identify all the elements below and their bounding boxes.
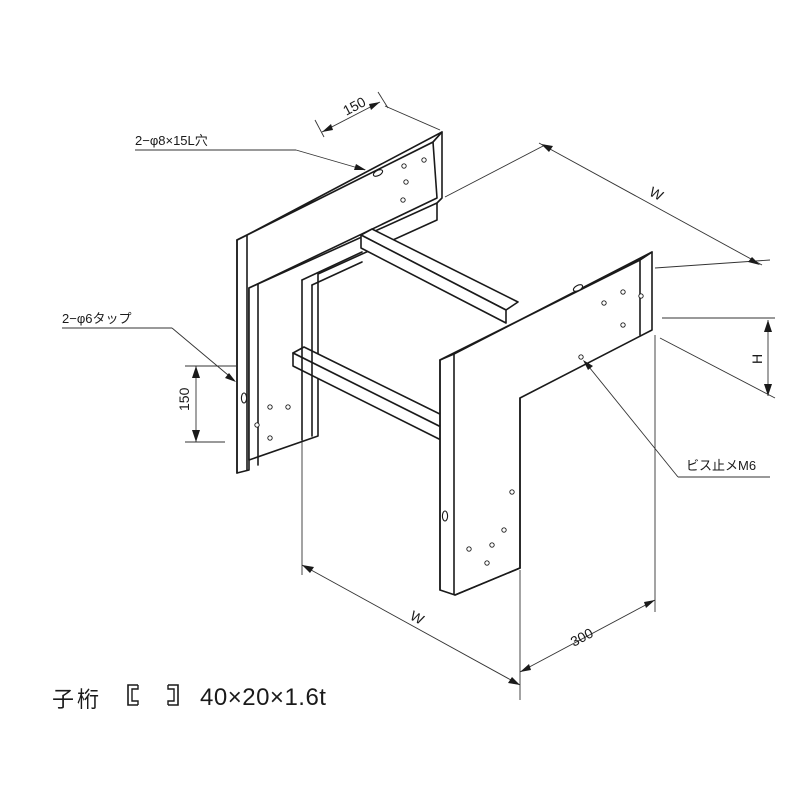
member-name: 子桁 xyxy=(52,688,103,713)
right-bracket xyxy=(439,251,653,596)
dim-width-top: W xyxy=(444,142,771,269)
dim-top-flange-text: 150 xyxy=(340,93,368,118)
callout-tap-holes-text: 2−φ6タップ xyxy=(62,311,131,326)
dim-side-flange-text: 150 xyxy=(176,387,192,411)
dim-side-flange: 150 xyxy=(176,365,236,443)
callout-slot-holes-text: 2−φ8×15L穴 xyxy=(135,133,208,148)
dim-top-flange: 150 xyxy=(314,91,441,138)
dim-depth: 300 xyxy=(519,335,656,673)
member-spec: 子桁 40×20×1.6t xyxy=(52,678,326,718)
callout-tap-holes: 2−φ6タップ xyxy=(62,311,236,382)
dim-height-text: H xyxy=(749,354,765,364)
dim-height: H xyxy=(659,317,776,399)
dim-depth-text: 300 xyxy=(568,624,596,649)
callout-screw: ビス止メM6 xyxy=(583,360,770,478)
c-channel-icon xyxy=(126,681,180,715)
callout-screw-text: ビス止メM6 xyxy=(686,458,756,473)
cross-members xyxy=(292,228,519,441)
dim-width-top-text: W xyxy=(647,183,667,204)
callout-slot-holes: 2−φ8×15L穴 xyxy=(135,133,366,171)
member-spec-text: 40×20×1.6t xyxy=(200,684,327,711)
left-bracket xyxy=(236,131,443,474)
